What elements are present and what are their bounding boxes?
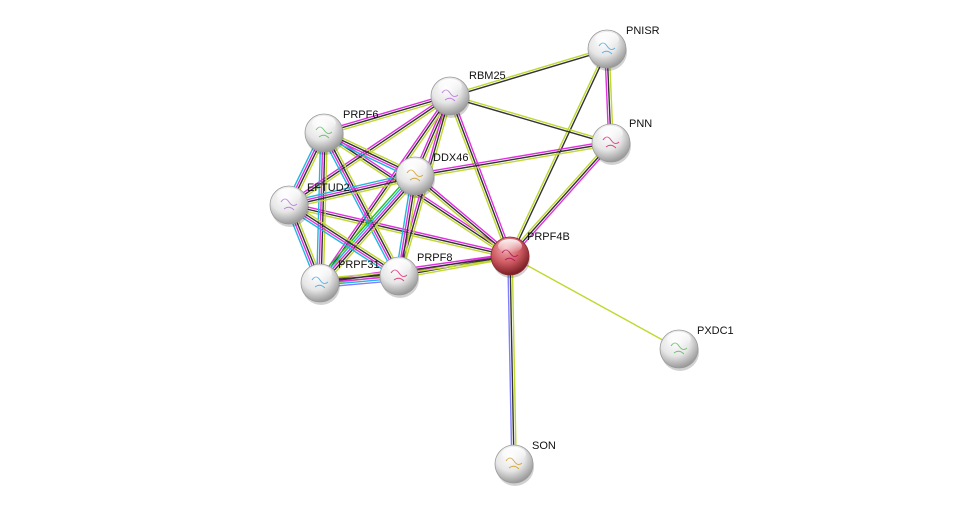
node-highlight — [502, 447, 526, 461]
node-label: PNN — [629, 118, 652, 130]
edge-line-coexpression — [320, 133, 326, 284]
edge-line-textmining — [449, 47, 607, 96]
node-son[interactable]: SON — [494, 440, 556, 486]
edge-line-databases — [286, 207, 398, 280]
node-highlight — [667, 332, 691, 346]
node-label: PXDC1 — [697, 325, 734, 337]
node-label: DDX46 — [433, 152, 468, 164]
node-highlight — [403, 159, 427, 173]
node-highlight — [438, 79, 462, 93]
edge-line-coexpression — [323, 95, 451, 134]
edge-rbm25-prpf6[interactable] — [323, 93, 451, 136]
edge-line-coexpression — [321, 176, 418, 285]
edge-line-coexpression — [510, 49, 609, 257]
edge-line-experiments — [451, 94, 513, 256]
node-pnisr[interactable]: PNISR — [587, 25, 660, 71]
edge-line-textmining — [447, 96, 509, 258]
edge-line-coexpression — [449, 96, 611, 145]
edge-line-coexpression — [289, 176, 416, 207]
node-highlight — [599, 126, 623, 140]
edge-line-experiments — [288, 174, 415, 205]
node-label: SON — [532, 440, 556, 452]
node-pxdc1[interactable]: PXDC1 — [659, 325, 734, 371]
node-rbm25[interactable]: RBM25 — [430, 70, 506, 118]
edge-line-experiments — [289, 202, 511, 255]
edge-prpf4b-pnn[interactable] — [507, 141, 614, 258]
edge-line-homology — [507, 256, 513, 465]
node-highlight — [308, 266, 332, 280]
node-eftud2[interactable]: EFTUD2 — [269, 182, 350, 227]
edge-rbm25-pnisr[interactable] — [449, 47, 608, 98]
edge-line-coexpression — [414, 142, 612, 177]
node-label: PRPF4B — [527, 231, 570, 243]
edge-prpf4b-pxdc1[interactable] — [509, 255, 680, 350]
edge-line-experiments — [287, 93, 450, 204]
edge-prpf6-prpf8[interactable] — [320, 131, 403, 278]
node-prpf8[interactable]: PRPF8 — [379, 252, 452, 298]
edge-line-textmining — [322, 133, 328, 284]
edge-pnn-ddx46[interactable] — [414, 140, 612, 179]
edge-line-textmining — [326, 131, 403, 275]
edge-line-coexpression — [324, 132, 401, 276]
node-label: PRPF31 — [338, 259, 380, 271]
edge-line-experiments — [323, 93, 450, 132]
edge-line-experiments — [319, 175, 416, 284]
node-pnn[interactable]: PNN — [591, 118, 652, 165]
edge-prpf6-prpf31[interactable] — [316, 132, 328, 284]
edge-line-textmining — [511, 255, 517, 464]
edge-line-textmining — [290, 201, 402, 274]
edge-line-textmining — [322, 178, 419, 287]
edge-ddx46-eftud2[interactable] — [288, 172, 416, 209]
node-highlight — [312, 116, 336, 130]
node-label: EFTUD2 — [307, 182, 350, 194]
nodes-layer: PRPF4B RBM25 PNISR PNN PRPF6DDX46EFTUD2PRPF3… — [269, 25, 734, 486]
node-label: PRPF6 — [343, 109, 378, 121]
node-prpf6[interactable]: PRPF6 — [304, 109, 378, 155]
edge-prpf4b-rbm25[interactable] — [447, 94, 513, 258]
edge-line-textmining — [415, 144, 612, 179]
edge-prpf4b-ddx46[interactable] — [413, 173, 512, 259]
edge-line-experiments — [318, 132, 324, 283]
edge-line-coexpression — [450, 49, 608, 98]
edge-rbm25-pnn[interactable] — [449, 94, 612, 145]
node-label: RBM25 — [469, 70, 506, 82]
node-prpf4b[interactable]: PRPF4B — [490, 231, 570, 278]
edge-line-coexpression — [509, 142, 612, 257]
edge-line-textmining — [450, 94, 612, 143]
edge-line-experiments — [415, 173, 512, 255]
edge-line-textmining — [507, 141, 610, 256]
edge-line-coexpression — [509, 255, 515, 465]
edge-line-textmining — [413, 177, 510, 259]
edge-line-experiments — [322, 133, 399, 277]
edge-line-experiments — [414, 140, 611, 175]
edge-line-databases — [288, 172, 415, 203]
edges-layer — [285, 47, 680, 465]
edge-line-experiments — [317, 94, 449, 283]
edge-ddx46-prpf31[interactable] — [316, 172, 419, 287]
edge-line-experiments — [288, 205, 399, 278]
node-label: PNISR — [626, 25, 660, 37]
edge-line-neighborhood — [316, 172, 413, 281]
edge-line-coexpression — [449, 95, 511, 257]
edge-line-textmining — [289, 97, 452, 208]
node-prpf31[interactable]: PRPF31 — [300, 259, 380, 305]
edge-line-databases — [320, 134, 397, 278]
edge-line-coexpression — [414, 175, 511, 257]
node-highlight — [498, 239, 522, 253]
edge-line-textmining — [509, 255, 680, 350]
edge-line-databases — [317, 174, 414, 283]
edge-eftud2-prpf8[interactable] — [286, 201, 402, 280]
node-highlight — [387, 259, 411, 273]
edge-prpf4b-son[interactable] — [507, 255, 517, 465]
edge-line-experiments — [511, 143, 614, 258]
edge-line-coexpression — [289, 203, 400, 276]
node-label: PRPF8 — [417, 252, 452, 264]
edge-line-textmining — [289, 178, 416, 209]
node-highlight — [277, 188, 301, 202]
node-highlight — [595, 32, 619, 46]
edge-line-textmining — [324, 97, 451, 136]
edge-line-databases — [316, 132, 322, 283]
node-ddx46[interactable]: DDX46 — [395, 152, 468, 198]
